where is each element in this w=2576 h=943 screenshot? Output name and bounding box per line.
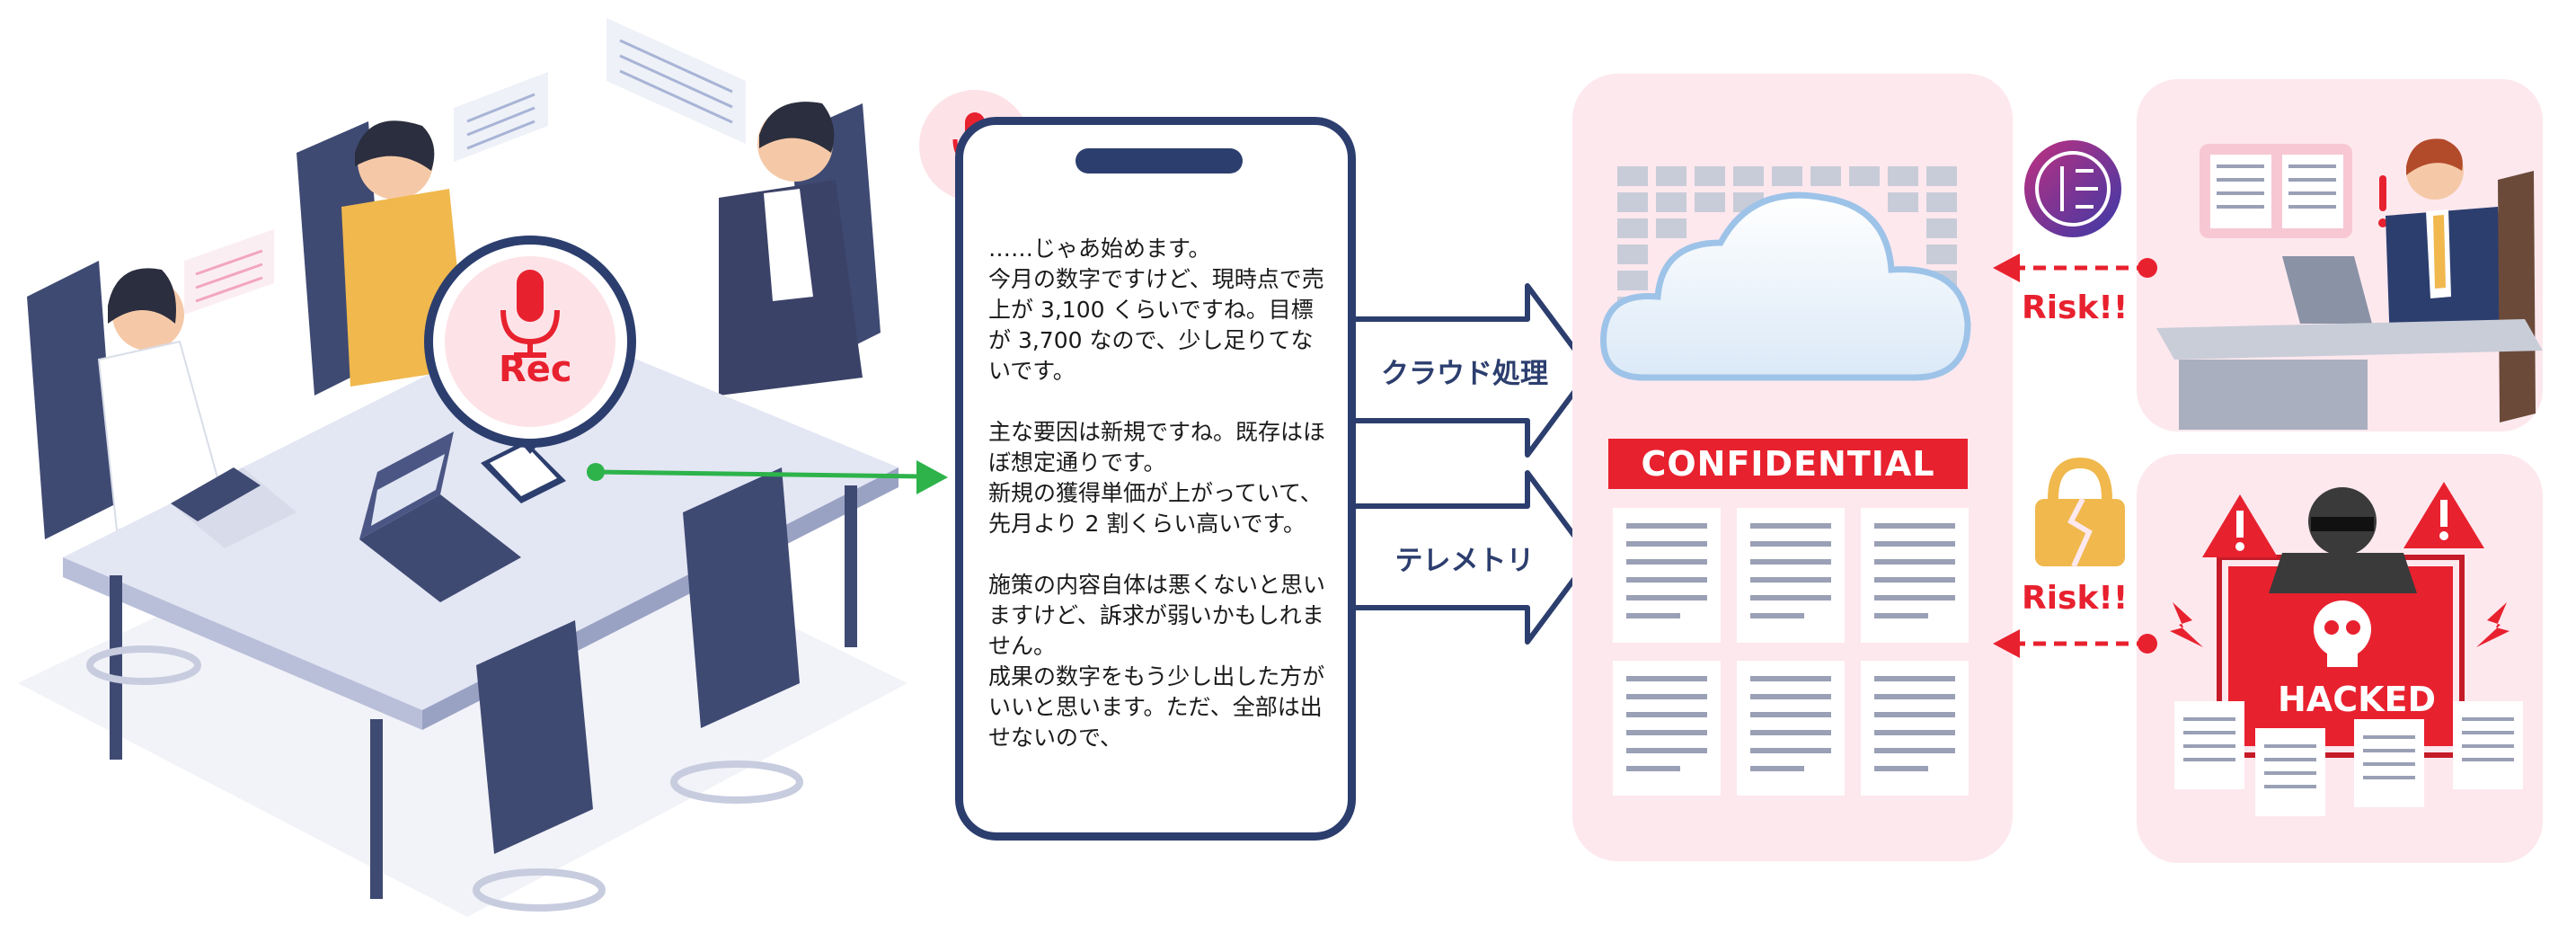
hacked-label: HACKED: [2278, 680, 2437, 719]
confidential-label: CONFIDENTIAL: [1641, 444, 1935, 484]
meeting-scene: [18, 18, 907, 917]
rec-label: Rec: [499, 349, 572, 390]
rec-pin: [424, 236, 636, 454]
broken-lock-icon: [2035, 457, 2125, 568]
cloud-processing-label: クラウド処理: [1381, 358, 1548, 390]
data-storage-panel: [1572, 74, 2013, 861]
smartphone-frame: [955, 117, 1356, 841]
transcript-text: ……じゃあ始めます。 今月の数字ですけど、現時点で売上が 3,100 くらいです…: [988, 236, 1326, 751]
risk-arrow-top: [1993, 254, 2157, 282]
ai-brain-icon: [2024, 140, 2121, 237]
risk-label-top: Risk!!: [2022, 289, 2129, 326]
cloud-arrow: [1336, 283, 1593, 458]
exclamation-icon: [2378, 175, 2387, 227]
risk-label-bottom: Risk!!: [2022, 580, 2129, 617]
risk-arrow-bottom: [1993, 629, 2157, 658]
warning-icon: [2202, 494, 2278, 557]
speech-bubble-icon: [184, 18, 746, 315]
leaked-documents: [2174, 701, 2523, 816]
document-grid: [1613, 508, 1969, 796]
ai-usage-panel: [2137, 79, 2543, 431]
green-arrow: [587, 460, 948, 494]
warning-icon: [2403, 482, 2484, 548]
telemetry-arrow: [1336, 470, 1593, 645]
cloud-icon: [1600, 191, 1971, 381]
microphone-icon: [500, 270, 560, 358]
confidential-banner: CONFIDENTIAL: [1608, 439, 1968, 489]
telemetry-label: テレメトリ: [1394, 545, 1535, 577]
skull-icon: [2314, 600, 2371, 667]
hacked-panel: [2137, 454, 2543, 863]
phone-speaker-bar: [1076, 148, 1243, 173]
